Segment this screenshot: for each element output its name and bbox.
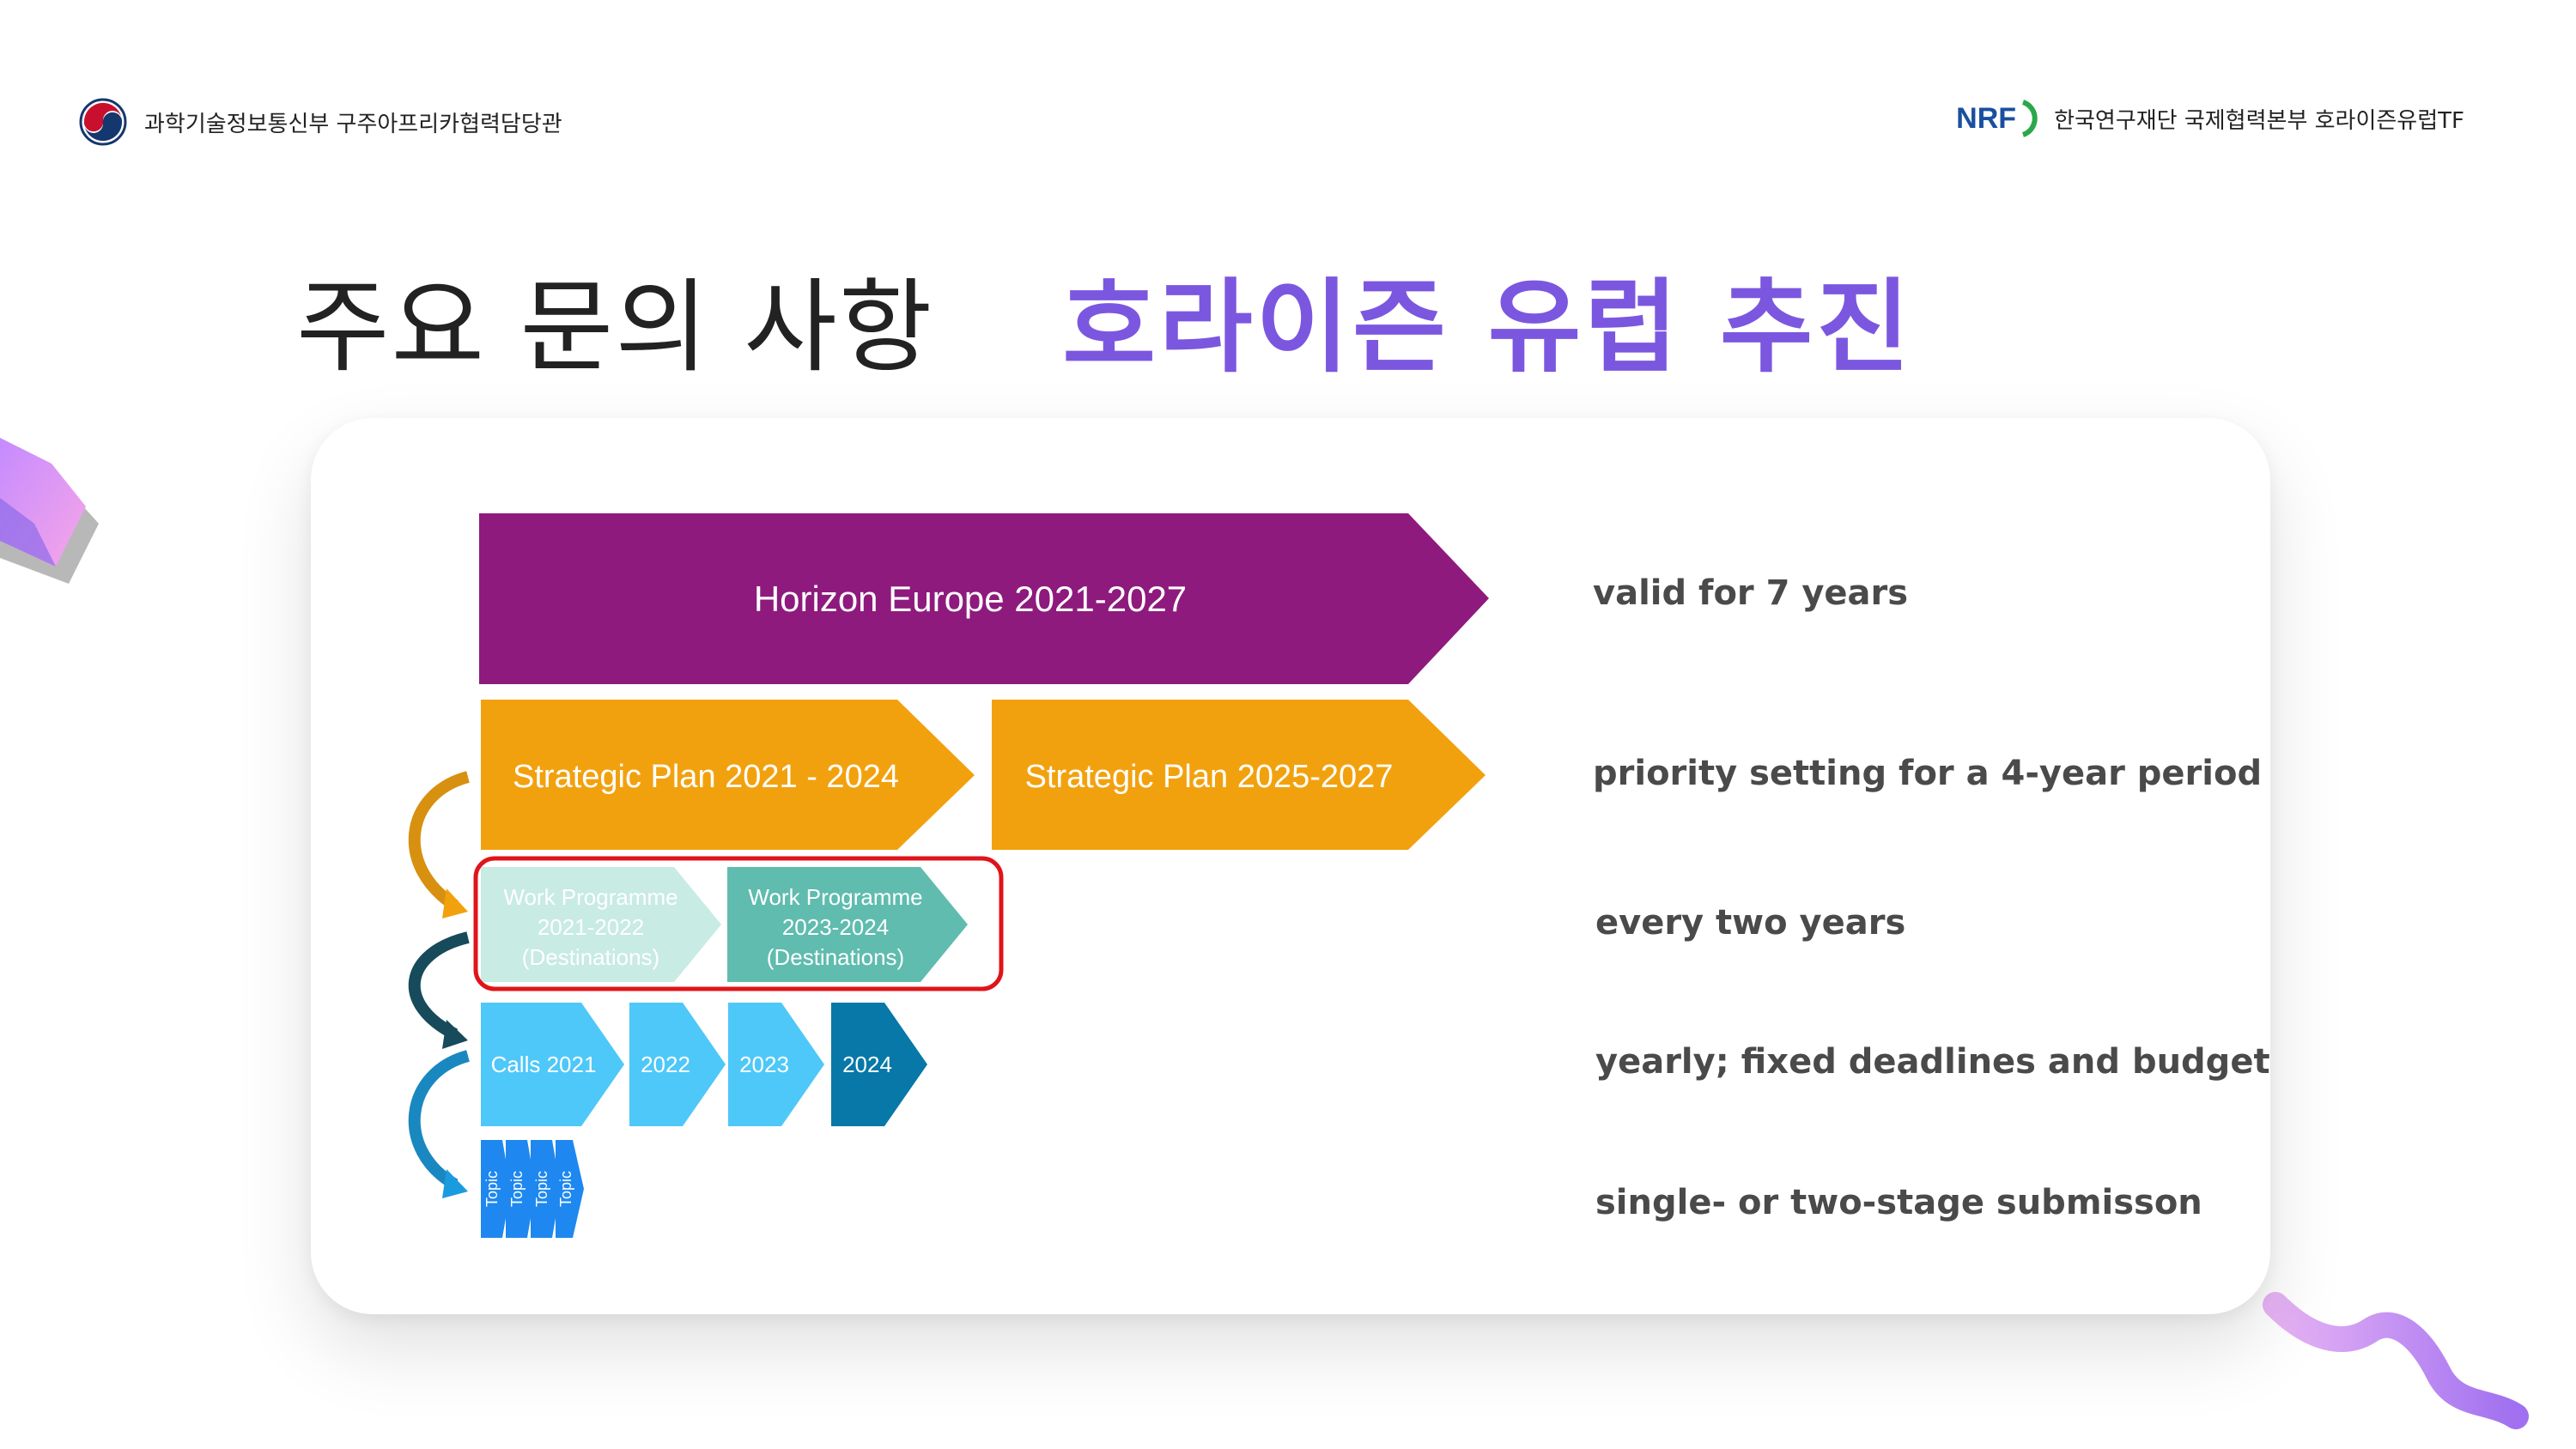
horizon-europe-label: Horizon Europe 2021-2027 bbox=[754, 579, 1187, 619]
page-title: 주요 문의 사항 호라이즌 유럽 추진 bbox=[296, 258, 1913, 386]
nrf-logo: NRF bbox=[1956, 99, 2042, 138]
calls-2021-label: Calls 2021 bbox=[491, 1052, 597, 1077]
topic-arrow-3 bbox=[531, 1140, 561, 1238]
calls-2024-arrow bbox=[831, 1003, 927, 1126]
calls-2023-arrow bbox=[728, 1003, 824, 1126]
strategic-plan-2-arrow bbox=[992, 700, 1485, 850]
strategic-plan-1-label: Strategic Plan 2021 - 2024 bbox=[513, 759, 899, 795]
nrf-header: NRF 한국연구재단 국제협력본부 호라이즌유럽TF bbox=[1956, 93, 2464, 144]
ministry-header: 과학기술정보통신부 구주아프리카협력담당관 bbox=[79, 96, 562, 148]
work-programme-highlight-box bbox=[473, 856, 1004, 991]
connector-arrow-2 bbox=[408, 931, 470, 1049]
topic-label-2: Topic bbox=[508, 1171, 526, 1207]
topic-label-4: Topic bbox=[557, 1171, 574, 1207]
calls-2021-arrow bbox=[481, 1003, 624, 1126]
work-programme-1-line2: 2021-2022 bbox=[538, 914, 644, 940]
topic-label-3: Topic bbox=[533, 1171, 550, 1207]
calls-2022-label: 2022 bbox=[641, 1052, 690, 1077]
strategic-plan-1-arrow bbox=[481, 700, 975, 850]
topic-label-1: Topic bbox=[483, 1171, 501, 1207]
calls-2024-label: 2024 bbox=[842, 1052, 892, 1077]
topic-arrow-2 bbox=[506, 1140, 536, 1238]
decorative-wave-icon bbox=[2263, 1292, 2529, 1429]
work-programme-1-line1: Work Programme bbox=[503, 884, 677, 910]
work-programme-1-arrow bbox=[481, 867, 721, 982]
title-part1: 주요 문의 사항 bbox=[296, 267, 934, 386]
work-programme-2-line2: 2023-2024 bbox=[782, 914, 889, 940]
ministry-name: 과학기술정보통신부 구주아프리카협력담당관 bbox=[144, 111, 562, 137]
work-programme-2-line1: Work Programme bbox=[748, 884, 922, 910]
topic-arrow-4 bbox=[556, 1140, 584, 1238]
topic-arrow-1 bbox=[481, 1140, 511, 1238]
desc-topics: single- or two-stage submisson bbox=[1595, 1183, 2202, 1222]
desc-horizon-europe: valid for 7 years bbox=[1593, 573, 1909, 613]
horizon-europe-arrow bbox=[479, 513, 1489, 684]
strategic-plan-2-label: Strategic Plan 2025-2027 bbox=[1025, 759, 1394, 795]
calls-2023-label: 2023 bbox=[739, 1052, 789, 1077]
work-programme-2-line3: (Destinations) bbox=[767, 944, 904, 970]
desc-calls: yearly; fixed deadlines and budget bbox=[1595, 1042, 2270, 1082]
desc-strategic-plan: priority setting for a 4-year period bbox=[1593, 754, 2263, 793]
nrf-org-name: 한국연구재단 국제협력본부 호라이즌유럽TF bbox=[2054, 107, 2464, 134]
work-programme-2-arrow bbox=[727, 867, 968, 982]
calls-2022-arrow bbox=[629, 1003, 726, 1126]
decorative-prism-icon bbox=[0, 438, 99, 584]
nrf-logo-text: NRF bbox=[1956, 101, 2017, 135]
work-programme-1-line3: (Destinations) bbox=[522, 944, 659, 970]
korea-government-emblem-icon bbox=[79, 98, 127, 146]
title-part2: 호라이즌 유럽 추진 bbox=[1062, 267, 1914, 386]
nrf-logo-arc-icon bbox=[2021, 100, 2038, 137]
connector-arrow-1 bbox=[408, 771, 471, 919]
desc-work-programme: every two years bbox=[1595, 903, 1906, 943]
connector-arrow-3 bbox=[408, 1050, 471, 1198]
